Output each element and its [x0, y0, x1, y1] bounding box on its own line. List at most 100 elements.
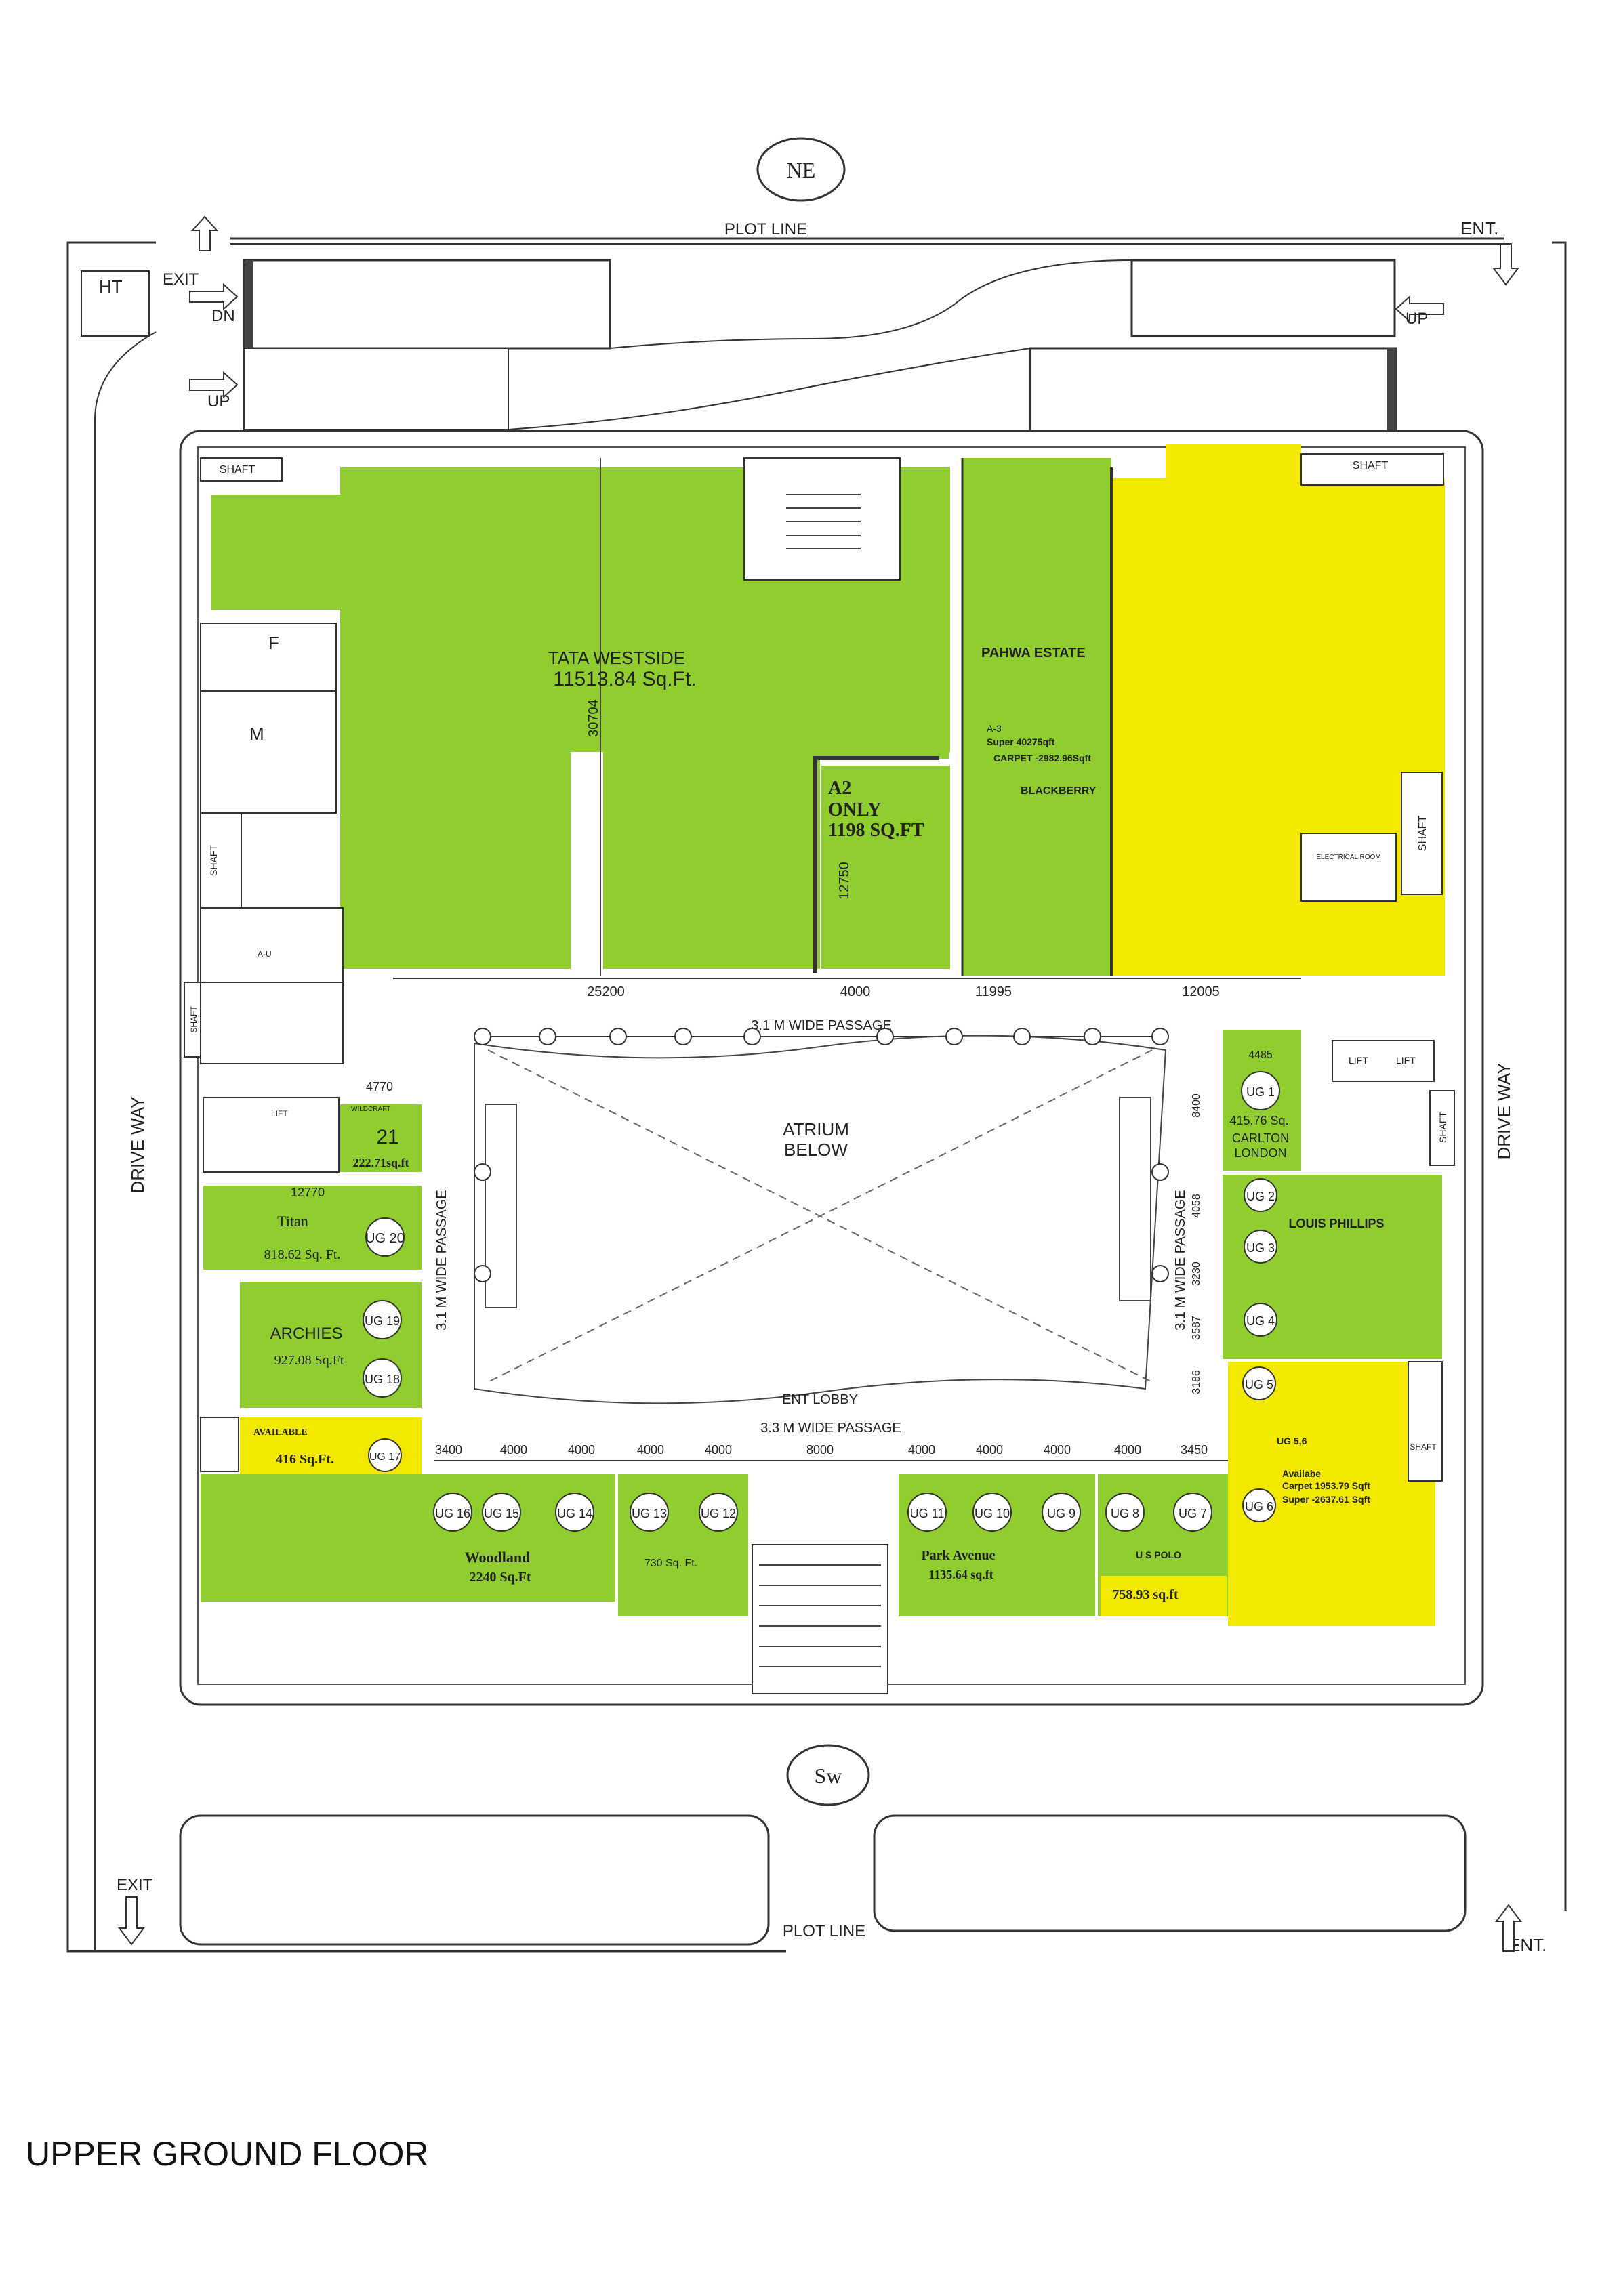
svg-text:SHAFT: SHAFT — [1410, 1442, 1437, 1452]
unit-a2: A2 ONLY 1198 SQ.FT 12750 — [813, 756, 950, 973]
us-polo-area: 758.93 sq.ft — [1112, 1587, 1179, 1602]
passage-side-right: 3.1 M WIDE PASSAGE — [1173, 1190, 1188, 1330]
titan-name: Titan — [277, 1213, 308, 1230]
ne-marker — [756, 137, 846, 202]
carlton-name2: LONDON — [1234, 1146, 1286, 1160]
a2-line3: 1198 SQ.FT — [828, 820, 924, 841]
ent-arrow-top — [1492, 243, 1519, 286]
svg-text:UG 8: UG 8 — [1111, 1507, 1139, 1520]
ug21-area: 222.71sq.ft — [352, 1156, 409, 1169]
bottom-dimensions: 3400 4000 4000 4000 4000 8000 4000 4000 … — [434, 1443, 1233, 1461]
ug13-area: 730 Sq. Ft. — [644, 1558, 697, 1569]
plot-line-top: PLOT LINE — [724, 220, 807, 238]
svg-text:UG 11: UG 11 — [910, 1507, 945, 1520]
svg-text:4000: 4000 — [568, 1443, 595, 1457]
shaft-right-2: SHAFT — [1437, 1112, 1448, 1143]
unit-woodland: UG 16 UG 15 UG 14 Woodland 2240 Sq.Ft — [201, 1474, 615, 1602]
svg-text:3186: 3186 — [1191, 1370, 1202, 1394]
drive-way-left: DRIVE WAY — [127, 1096, 148, 1193]
a2-line1: A2 — [828, 778, 851, 799]
unit-archies: ARCHIES 927.08 Sq.Ft UG 19 UG 18 — [240, 1282, 422, 1408]
svg-text:UG 15: UG 15 — [484, 1507, 519, 1520]
svg-text:3587: 3587 — [1191, 1316, 1202, 1340]
svg-text:3450: 3450 — [1181, 1443, 1208, 1457]
service-block-left: SHAFT F M SHAFT A-U SHAFT — [184, 457, 344, 1064]
unit-park-avenue: UG 11 UG 10 UG 9 Park Avenue 1135.64 sq.… — [899, 1474, 1095, 1616]
svg-text:4000: 4000 — [637, 1443, 664, 1457]
exit-label-top: EXIT — [163, 270, 199, 289]
ne-label: NE — [787, 158, 816, 182]
dim-25200: 25200 — [587, 984, 625, 999]
atrium-columns — [474, 1028, 1169, 1282]
dn-arrow-top-left: DN — [189, 283, 239, 325]
passage-side-left: 3.1 M WIDE PASSAGE — [434, 1190, 449, 1330]
sw-marker — [786, 1744, 870, 1806]
carlton-area: 415.76 Sq. — [1229, 1114, 1288, 1127]
shaft-top-right: SHAFT — [1353, 460, 1389, 472]
au-label: A-U — [258, 949, 272, 959]
unit-yellow-top-right: SHAFT ELECTRICAL ROOM SHAFT — [1113, 444, 1445, 976]
shaft-left-2: SHAFT — [189, 1006, 199, 1033]
unit-titan: 12770 Titan 818.62 Sq. Ft. UG 20 — [203, 1186, 422, 1270]
drive-way-right: DRIVE WAY — [1494, 1062, 1514, 1159]
svg-text:UG 4: UG 4 — [1246, 1314, 1275, 1328]
unit-ug17: AVAILABLE 416 Sq.Ft. UG 17 — [200, 1417, 422, 1477]
ug17-code: UG 17 — [369, 1451, 401, 1463]
louis-name: LOUIS PHILLIPS — [1288, 1217, 1384, 1230]
svg-text:4000: 4000 — [1114, 1443, 1141, 1457]
archies-name: ARCHIES — [270, 1324, 343, 1343]
svg-text:UG 5: UG 5 — [1245, 1378, 1273, 1392]
svg-text:4000: 4000 — [705, 1443, 732, 1457]
svg-text:UP: UP — [1406, 310, 1428, 328]
passage-top: 3.1 M WIDE PASSAGE — [751, 1018, 891, 1033]
svg-text:UG 9: UG 9 — [1047, 1507, 1075, 1520]
svg-text:UG 16: UG 16 — [435, 1507, 470, 1520]
page-title: UPPER GROUND FLOOR — [26, 2135, 429, 2173]
pahwa-super: Super 40275qft — [987, 736, 1055, 747]
titan-area: 818.62 Sq. Ft. — [264, 1247, 341, 1262]
svg-text:4058: 4058 — [1191, 1194, 1202, 1218]
svg-text:UG 12: UG 12 — [701, 1507, 736, 1520]
svg-text:UG 2: UG 2 — [1246, 1190, 1275, 1203]
svg-text:UG 7: UG 7 — [1179, 1507, 1207, 1520]
pahwa-code: A-3 — [987, 723, 1002, 734]
exit-arrow-top — [190, 215, 219, 251]
ht-label: HT — [99, 276, 123, 297]
shaft-right: SHAFT — [1417, 816, 1429, 852]
svg-text:12770: 12770 — [291, 1186, 325, 1199]
a2-line2: ONLY — [828, 799, 881, 820]
unit-carlton: 4485 UG 1 415.76 Sq. CARLTON LONDON 8400 — [1191, 1030, 1301, 1171]
pahwa-name: PAHWA ESTATE — [981, 646, 1086, 661]
woodland-area: 2240 Sq.Ft — [469, 1570, 531, 1585]
tata-name: TATA WESTSIDE — [548, 648, 685, 668]
ug56-title: UG 5,6 — [1277, 1436, 1307, 1446]
svg-text:DN: DN — [211, 307, 235, 325]
svg-text:4000: 4000 — [1044, 1443, 1071, 1457]
unit-ug21: LIFT WILDCRAFT 21 222.71sq.ft 4770 — [203, 1080, 422, 1173]
svg-text:LIFT: LIFT — [1396, 1055, 1416, 1066]
archies-code19: UG 19 — [365, 1314, 400, 1328]
stair-bottom-centre — [752, 1544, 888, 1694]
unit-pahwa-estate: PAHWA ESTATE A-3 Super 40275qft CARPET -… — [961, 458, 1113, 976]
atrium-line1: ATRIUM — [783, 1119, 849, 1140]
wildcraft: WILDCRAFT — [351, 1106, 390, 1113]
electrical-room: ELECTRICAL ROOM — [1316, 854, 1380, 861]
svg-text:UG 3: UG 3 — [1246, 1241, 1275, 1255]
carlton-name1: CARLTON — [1232, 1131, 1289, 1145]
dim-30704: 30704 — [586, 699, 601, 737]
unit-louis-phillips: UG 2 UG 3 UG 4 LOUIS PHILLIPS 4058 3230 … — [1191, 1175, 1442, 1359]
ent-label-bottom: ENT. — [1509, 1935, 1546, 1955]
ug21-code: 21 — [376, 1126, 398, 1148]
archies-area: 927.08 Sq.Ft — [274, 1353, 344, 1368]
atrium: ATRIUM BELOW — [474, 1035, 1167, 1404]
ent-label-top: ENT. — [1460, 218, 1498, 238]
svg-text:M: M — [249, 724, 264, 744]
dim-12750: 12750 — [837, 862, 852, 900]
atrium-line2: BELOW — [784, 1140, 848, 1160]
lift-left: LIFT — [271, 1109, 288, 1119]
plot-line-bottom: PLOT LINE — [783, 1922, 865, 1940]
sw-label: Sw — [815, 1763, 842, 1788]
titan-code: UG 20 — [365, 1231, 405, 1246]
dim-12005: 12005 — [1182, 984, 1220, 999]
